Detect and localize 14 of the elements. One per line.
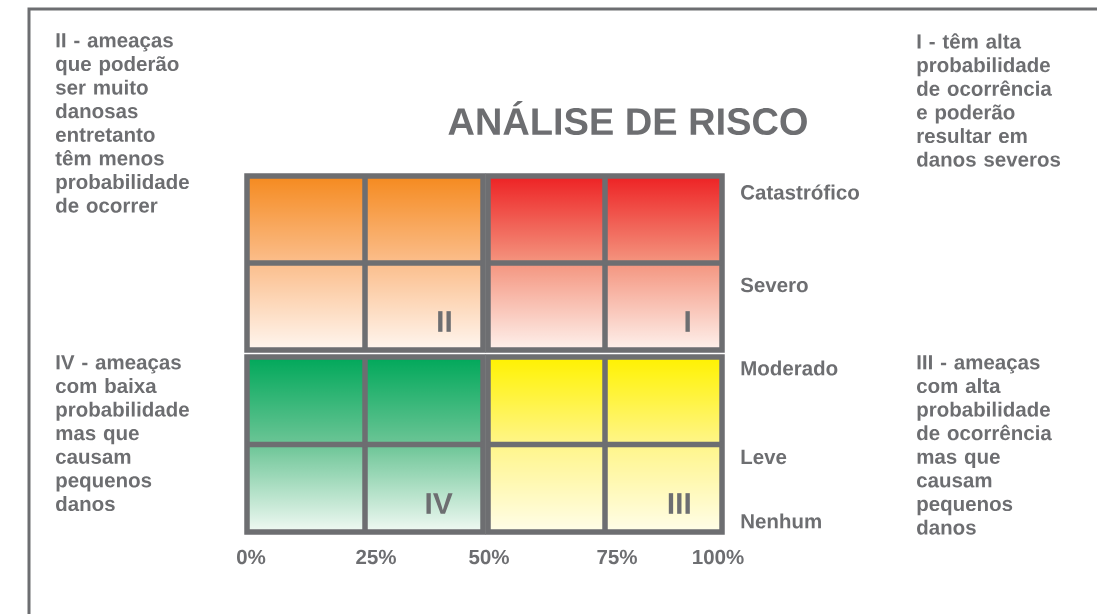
quadrant-grid: III xyxy=(485,354,725,535)
quadrant-grid: I xyxy=(485,173,725,353)
severity-label: Severo xyxy=(740,277,808,293)
quadrant-grid: II xyxy=(244,173,486,353)
quadrant-grid: IV xyxy=(244,354,486,535)
description-text: III - ameaças com alta probabilidade de ocorrência mas que causam pequenos danos xyxy=(917,355,1052,535)
percent-label: 100% xyxy=(693,549,744,565)
severity-label: Moderado xyxy=(741,360,838,376)
title: ANÁLISE DE RISCO xyxy=(448,101,807,136)
description-text: IV - ameaças com baixa probabilidade mas que causam pequenos danos xyxy=(56,355,189,512)
severity-label: Nenhum xyxy=(741,513,821,529)
percent-label: 0% xyxy=(237,549,266,565)
description-text: I - têm alta probabilidade de ocorrência e poderão resultar em danos severos xyxy=(917,33,1061,167)
percent-label: 50% xyxy=(469,549,509,565)
